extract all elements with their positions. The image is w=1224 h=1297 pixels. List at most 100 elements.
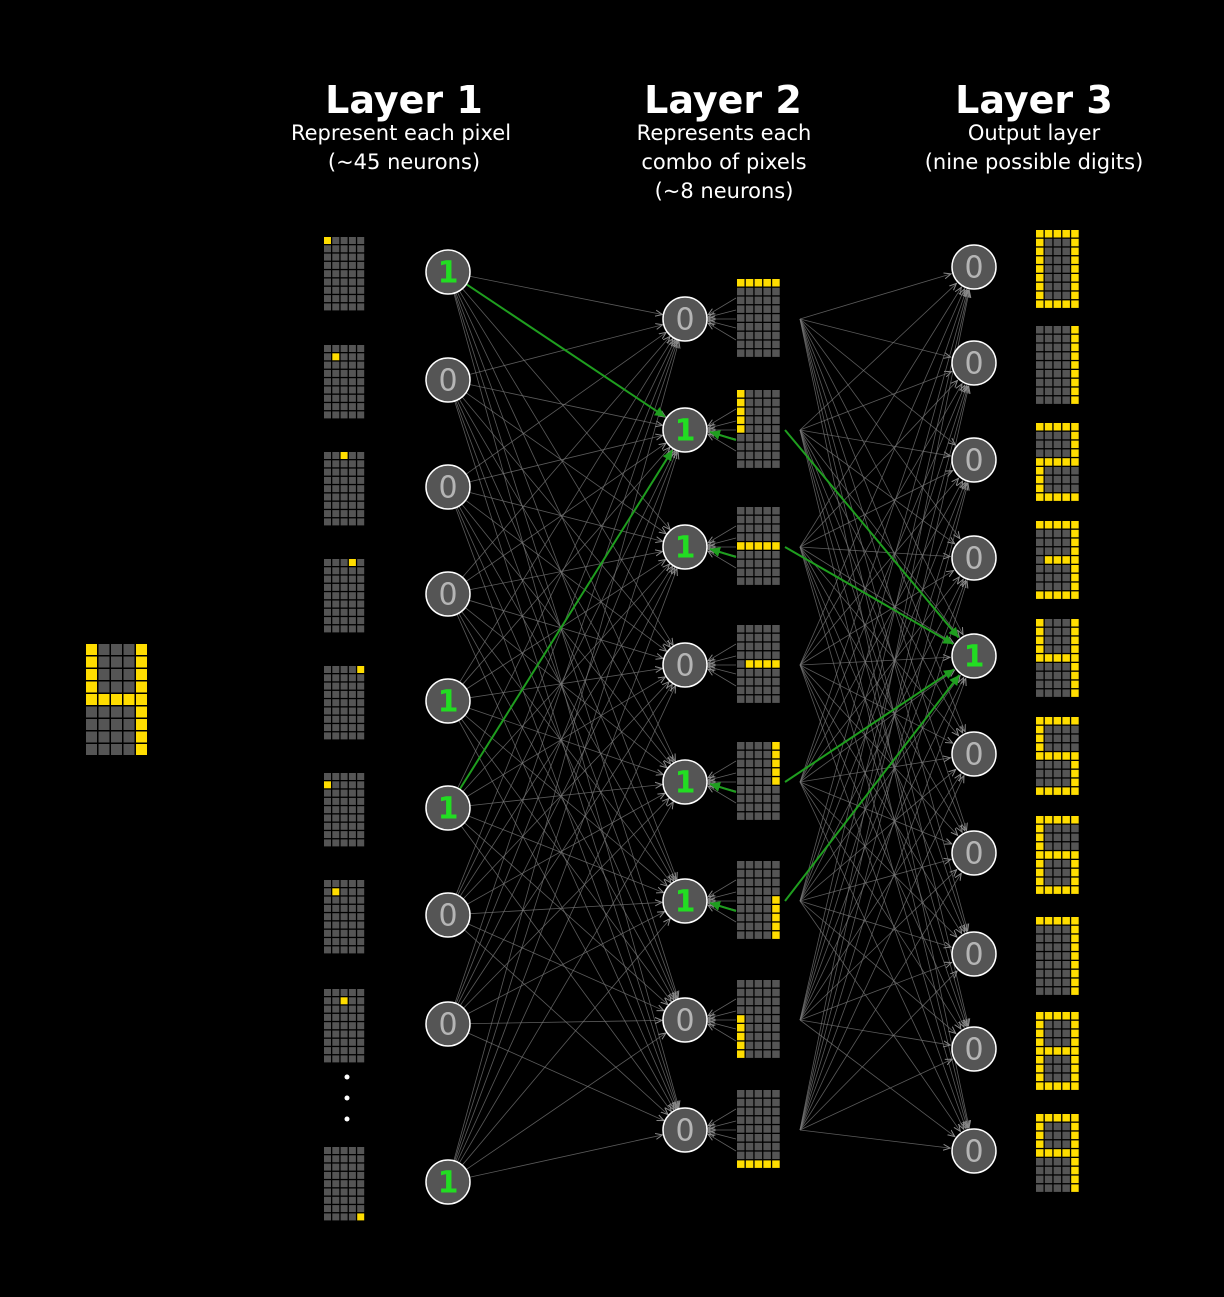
pixel-off [1062, 978, 1070, 987]
pixel-off [332, 378, 340, 386]
pixel-off [745, 515, 754, 524]
pixel-off [1053, 769, 1062, 778]
layer-3-neuron-0: 0 [951, 244, 997, 290]
pixel-off [754, 686, 763, 695]
pixel-off [754, 695, 763, 703]
pixel-off [737, 742, 745, 750]
pixel-off [745, 750, 754, 759]
edge-l2-6-l3-4 [799, 678, 964, 1021]
pixel-off [1044, 1122, 1053, 1131]
pixel-on [1044, 591, 1053, 599]
neuron-value: 1 [675, 531, 696, 566]
pixel-off [772, 390, 780, 398]
pixel-off [772, 349, 780, 357]
edge-l1-8-l2-4 [458, 802, 673, 1164]
pixel-on [1036, 619, 1044, 627]
edge-l2-5-l3-2 [799, 482, 965, 902]
pixel-off [745, 905, 754, 913]
layer-2-neuron-1: 1 [662, 407, 708, 453]
layer-3-digit-grid-3 [1036, 521, 1079, 599]
edge-l2-6-l3-6 [799, 870, 957, 1021]
pixel-off [357, 617, 365, 625]
pixel-off [1062, 387, 1070, 396]
neuron-circle [425, 249, 471, 295]
pixel-on [1071, 627, 1079, 636]
pixel-on [1044, 458, 1053, 466]
pixel-off [324, 989, 331, 996]
pixel-on [1036, 300, 1044, 308]
pixel-off [332, 839, 340, 847]
edge-l1-2-l2-0 [465, 332, 666, 475]
pixel-off [763, 913, 771, 922]
pixel-off [357, 1038, 365, 1046]
layer-2-title: Layer 2 [644, 78, 802, 122]
pixel-off [763, 803, 771, 812]
pixel-off [1044, 842, 1053, 850]
edge-l2-7-l3-0 [799, 291, 969, 1131]
edge-grid-to-l2-0-3 [708, 321, 737, 329]
pixel-off [324, 460, 331, 468]
active-edge-l2-2-l3-4 [784, 546, 954, 645]
pixel-off [772, 407, 780, 416]
pixel-off [324, 386, 331, 394]
pixel-off [1062, 361, 1070, 369]
edge-l1-0-l2-5 [455, 292, 677, 880]
pixel-off [1062, 1056, 1070, 1064]
edge-l2-2-l3-2 [799, 471, 953, 548]
pixel-off [1044, 1184, 1053, 1192]
pixel-off [1036, 1166, 1044, 1175]
layer-2-subtitle-line-3: (~8 neurons) [655, 179, 794, 203]
pixel-off [1062, 961, 1070, 969]
pixel-off [1062, 265, 1070, 273]
edge-l1-1-l2-3 [461, 396, 670, 647]
pixel-on [1071, 1012, 1079, 1020]
pixel-off [754, 759, 763, 768]
pixel-off [1036, 969, 1044, 978]
pixel-off [340, 592, 348, 600]
pixel-off [763, 695, 771, 703]
pixel-off [348, 1005, 356, 1013]
pixel-off [754, 1098, 763, 1107]
edge-grid-to-l2-3-3 [708, 667, 737, 675]
pixel-off [357, 345, 365, 352]
pixel-off [754, 768, 763, 776]
pixel-off [1044, 925, 1053, 934]
pixel-on [1044, 917, 1053, 925]
pixel-off [1053, 969, 1062, 978]
pixel-on [1036, 238, 1044, 247]
edge-l1-7-l2-2 [457, 568, 675, 1005]
neuron-circle [951, 535, 997, 581]
pixel-off [348, 822, 356, 830]
pixel-off [340, 286, 348, 294]
pixel-off [737, 568, 745, 577]
pixel-on [1071, 1175, 1079, 1184]
pixel-off [357, 303, 365, 311]
pixel-off [1044, 689, 1053, 697]
pixel-on [1071, 440, 1079, 449]
pixel-off [1062, 538, 1070, 547]
pixel-off [772, 642, 780, 651]
edge-l2-4-l3-0 [799, 290, 966, 783]
pixel-off [754, 742, 763, 750]
pixel-on [111, 694, 122, 705]
pixel-off [1044, 396, 1053, 404]
pixel-off [340, 303, 348, 311]
pixel-off [348, 625, 356, 633]
edge-l2-2-l3-6 [799, 546, 962, 832]
pixel-on [1044, 1114, 1053, 1122]
pixel-on [1044, 1047, 1053, 1055]
pixel-off [332, 707, 340, 715]
pixel-on [1062, 851, 1070, 859]
layer-3-neuron-4: 1 [951, 633, 997, 679]
pixel-off [340, 353, 348, 361]
pixel-on [1062, 917, 1070, 925]
pixel-off [332, 1196, 340, 1204]
pixel-off [1062, 475, 1070, 484]
edge-l2-6-l3-3 [799, 580, 966, 1021]
pixel-off [763, 878, 771, 887]
pixel-off [332, 501, 340, 509]
pixel-off [1053, 636, 1062, 645]
pixel-off [1044, 370, 1053, 378]
pixel-off [348, 245, 356, 253]
pixel-on [1036, 816, 1044, 824]
